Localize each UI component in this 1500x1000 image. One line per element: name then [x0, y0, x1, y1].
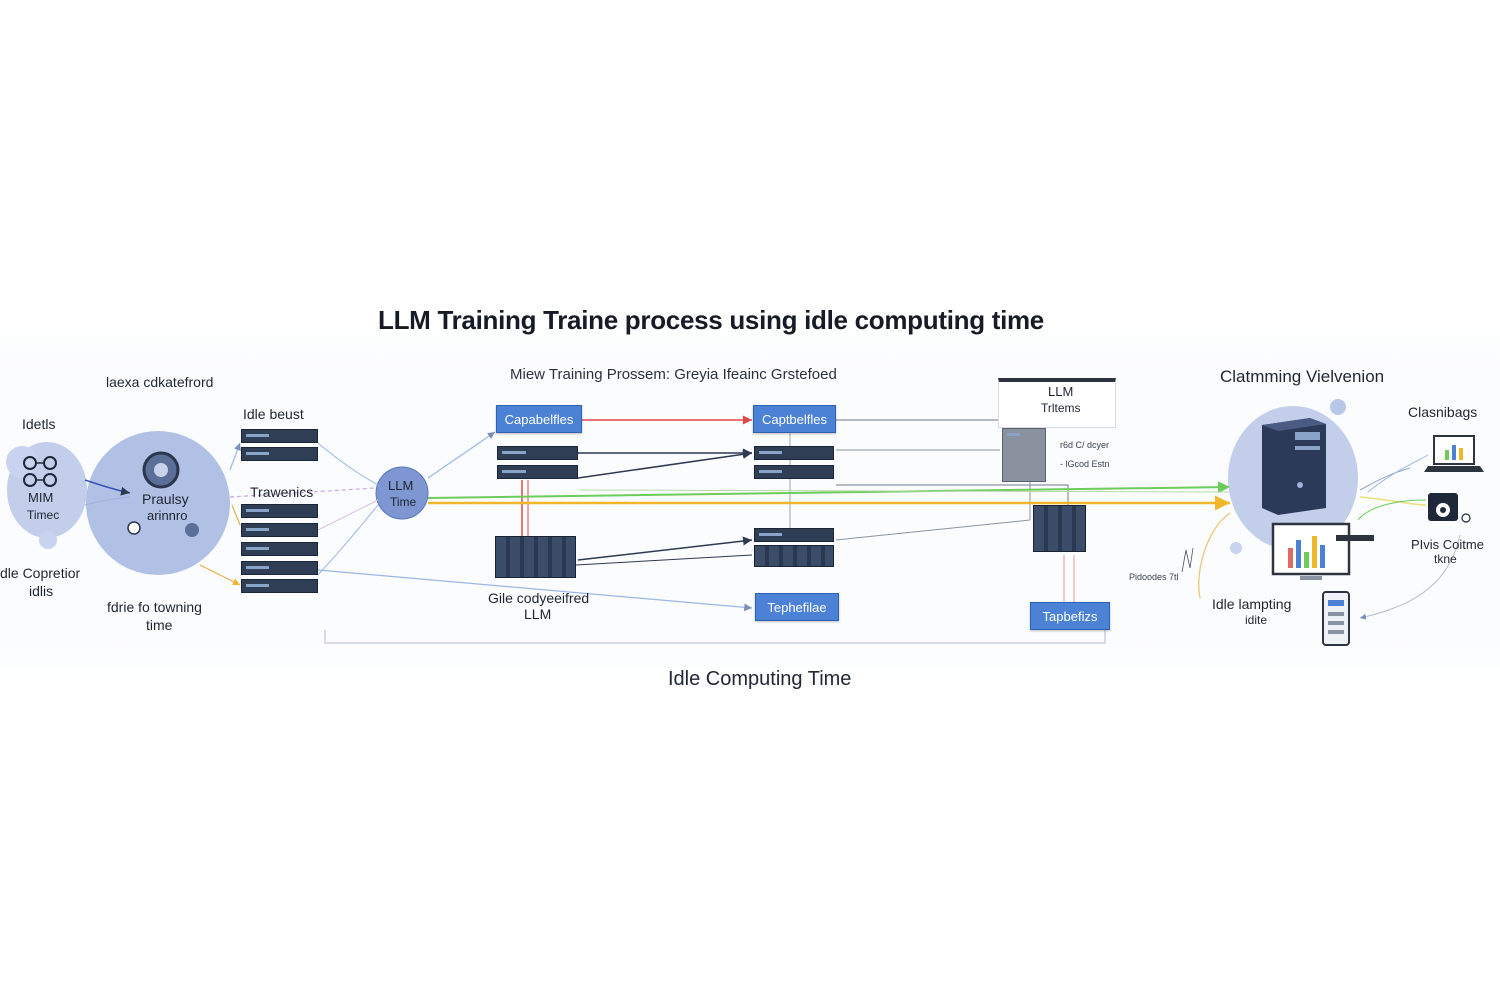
left-blob-large	[86, 431, 230, 575]
capabilities-button[interactable]: Capabelfles	[496, 405, 582, 433]
label-idetls: Idetls	[22, 416, 56, 432]
middle-rack-2	[497, 465, 578, 479]
label-pivis-2: tkne	[1434, 552, 1457, 566]
server-rack-3	[241, 504, 318, 518]
server-rack-2	[241, 447, 318, 461]
label-idle-beust: Idle beust	[243, 406, 304, 422]
neural-network-icon	[23, 456, 57, 487]
phone-icon	[1322, 591, 1350, 646]
middle-rack-3	[754, 446, 834, 460]
label-fdrie: fdrie fo towning	[107, 599, 202, 615]
label-idle-lampting-2: idite	[1245, 613, 1268, 627]
llm-node-label: LLM	[388, 478, 414, 493]
footer-label: Idle Computing Time	[668, 668, 852, 690]
label-gile: Gile codyeeifred	[488, 590, 590, 606]
tapbefizs-button[interactable]: Tapbefizs	[1030, 602, 1110, 630]
server-rack-1	[241, 429, 318, 443]
laptop-chart-icon	[1424, 435, 1484, 472]
label-fdrie-2: time	[146, 617, 173, 633]
control-panel-left	[495, 536, 576, 578]
label-pidoodes: Pidoodes 7tl	[1129, 572, 1179, 582]
capabilities-button-2[interactable]: Captbelfles	[753, 405, 836, 433]
label-clasnibags: Clasnibags	[1408, 404, 1478, 420]
server-rack-5	[241, 542, 318, 556]
gear-icon	[142, 451, 180, 489]
label-idle-lampting: Idle lampting	[1212, 596, 1292, 612]
llm-time-node-shape	[375, 466, 429, 520]
tephefilae-button[interactable]: Tephefilae	[755, 593, 839, 621]
label-arinnro: arinnro	[147, 508, 188, 523]
label-mim: MIM	[28, 490, 54, 505]
label-copretior: dle Copretior	[0, 565, 81, 581]
llm-trltems-box	[998, 378, 1116, 428]
diagram-subtitle: Miew Training Prossem: Greyia Ifeainc Gr…	[510, 366, 837, 383]
label-pivis: PIvis Coitme	[1411, 537, 1484, 552]
middle-rack-4	[754, 465, 834, 479]
server-rack-6	[241, 561, 318, 575]
llm-box-title: LLM	[1048, 384, 1074, 399]
monitor-chart-icon	[1271, 522, 1374, 580]
legend-item-2: - lGcod Estn	[1060, 459, 1110, 469]
server-rack-4	[241, 523, 318, 537]
label-laexa: laexa cdkatefrord	[106, 374, 214, 390]
label-timec: Timec	[27, 508, 60, 522]
compute-block	[1033, 505, 1086, 552]
llm-node-sublabel: Time	[390, 495, 417, 509]
middle-rack-1	[497, 446, 578, 460]
right-heading: Clatmming Vielvenion	[1220, 367, 1385, 386]
llm-box-subtitle: Trltems	[1041, 401, 1081, 415]
label-gile-2: LLM	[524, 606, 552, 622]
label-trawenics: Trawenics	[250, 484, 314, 500]
label-copretior-2: idlis	[29, 583, 54, 599]
label-praulsy: Praulsy	[142, 491, 189, 507]
diagram-title: LLM Training Traine process using idle c…	[378, 305, 1044, 335]
control-panel-right	[754, 545, 834, 567]
server-tower-icon	[1262, 418, 1326, 515]
middle-rack-5	[754, 528, 834, 542]
legend-item-1: r6d C/ dcyer	[1060, 440, 1110, 450]
server-rack-7	[241, 579, 318, 593]
storage-unit	[1002, 428, 1046, 482]
speaker-icon	[1428, 493, 1471, 523]
